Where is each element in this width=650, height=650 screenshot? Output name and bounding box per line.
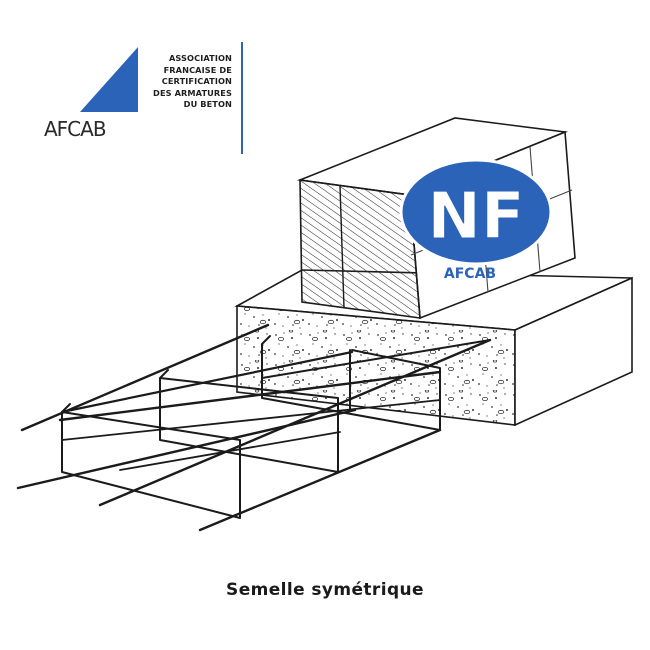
afcab-divider — [241, 42, 243, 154]
stirrup-2 — [159, 369, 339, 473]
nf-badge-mark: NF — [427, 180, 524, 254]
rebar-bottom-front — [198, 428, 442, 532]
rebar-cross-2 — [119, 431, 341, 471]
rebar-top-mid — [60, 350, 354, 414]
rebar-embedded-1 — [261, 339, 491, 379]
rebar-cross-1 — [61, 399, 441, 441]
footing-side-face — [514, 276, 633, 427]
nf-certification-badge: NF AFCAB — [399, 158, 553, 282]
stirrup-3 — [261, 335, 441, 431]
afcab-line-3: CERTIFICATION — [161, 76, 232, 86]
diagram-caption: Semelle symétrique — [226, 580, 424, 600]
afcab-line-5: DU BETON — [183, 99, 232, 109]
nf-badge-oval — [399, 158, 553, 266]
rebar-top-front — [58, 370, 442, 422]
stirrup-1 — [61, 403, 241, 519]
afcab-line-1: ASSOCIATION — [168, 53, 232, 63]
afcab-wordmark: AFCAB — [44, 117, 107, 141]
rebar-bottom-rear — [16, 408, 357, 490]
rebar-bottom-mid — [98, 338, 492, 507]
afcab-logo: AFCAB ASSOCIATION FRANCAISE DE CERTIFICA… — [44, 42, 249, 157]
afcab-line-4: DES ARMATURES — [153, 87, 232, 98]
afcab-triangle-icon — [80, 47, 138, 112]
afcab-line-2: FRANCAISE DE — [163, 64, 232, 75]
afcab-full-name: ASSOCIATION FRANCAISE DE CERTIFICATION D… — [142, 53, 232, 111]
reinforcement-cage — [16, 323, 492, 532]
nf-badge-label: AFCAB — [444, 266, 496, 282]
wall-section-face — [299, 179, 421, 319]
wall — [296, 117, 576, 320]
